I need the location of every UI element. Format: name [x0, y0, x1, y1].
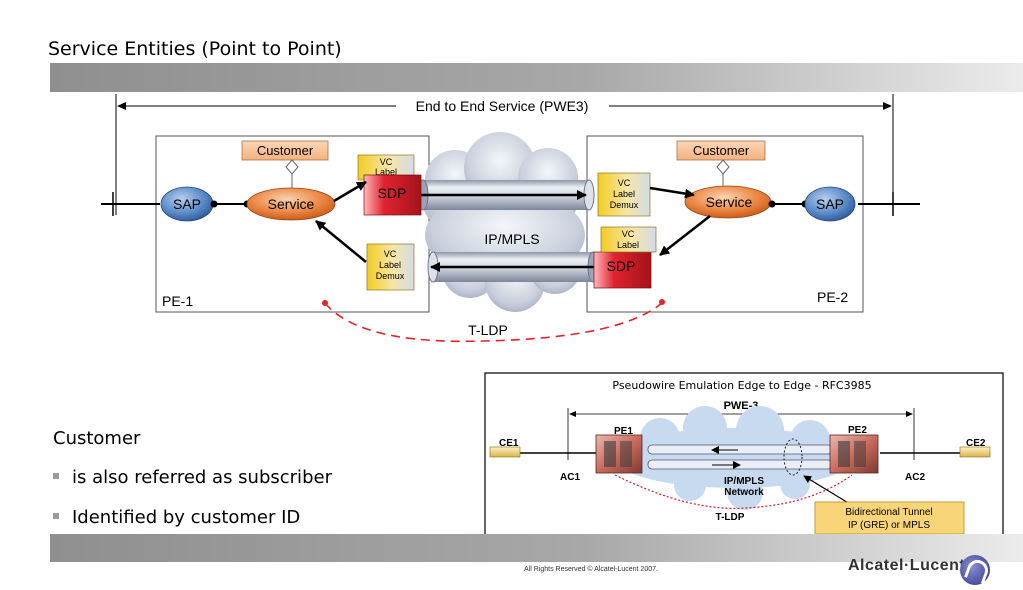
svg-text:Bidirectional Tunnel: Bidirectional Tunnel: [845, 507, 932, 518]
customer-label-right: Customer: [693, 143, 750, 158]
inset-pe2-label: PE2: [848, 425, 867, 436]
svg-text:Label: Label: [613, 189, 635, 199]
svg-text:Label: Label: [617, 240, 639, 250]
pe2-label: PE-2: [817, 289, 848, 305]
e2e-arrow-left: [117, 102, 126, 110]
vc-label-right: [600, 226, 657, 253]
inset-ce1-icon: [489, 446, 521, 458]
arrow-service-to-sdp-left: [333, 180, 367, 203]
inset-tunnel-callout: [814, 501, 965, 535]
copyright-footer: All Rights Reserved © Alcatel-Lucent 200…: [524, 566, 658, 573]
sap-label-left: SAP: [173, 196, 201, 212]
inset-tldp-label: T-LDP: [716, 512, 745, 523]
svg-text:VC: VC: [384, 249, 397, 259]
service-left: [246, 187, 336, 221]
bullet-item: Identified by customer ID: [53, 507, 300, 528]
inset-cloud: [615, 406, 855, 510]
svg-text:IP/MPLS: IP/MPLS: [724, 476, 764, 487]
inset-ce2-label: CE2: [966, 438, 986, 449]
sdp-left: [363, 174, 422, 216]
sap-right: [804, 186, 856, 222]
inset-ac1-label: AC1: [560, 472, 580, 483]
customer-box-right: [676, 140, 766, 161]
inset-ce1-label: CE1: [499, 438, 519, 449]
inset-ac2-label: AC2: [905, 472, 925, 483]
tldp-curve: [324, 302, 663, 343]
arrow-demux-to-service-left: [315, 220, 367, 263]
footer-band: [50, 534, 1023, 562]
sdp-label-right: SDP: [607, 258, 636, 274]
inset-pe1-label: PE1: [614, 426, 633, 437]
arrow-demux-to-service-right: [649, 186, 695, 199]
pe1-label: PE-1: [162, 293, 193, 309]
ip-mpls-cloud: [422, 132, 585, 312]
tldp-label: T-LDP: [468, 322, 508, 338]
inset-pe2-router: [829, 434, 879, 474]
svg-text:Label: Label: [379, 260, 401, 270]
bullet-marker: [53, 513, 59, 519]
sap-label-right: SAP: [816, 196, 844, 212]
cloud-label: IP/MPLS: [484, 231, 539, 247]
bullet-item: is also referred as subscriber: [53, 467, 332, 488]
company-logo-text: Alcatel·Lucent: [848, 557, 966, 574]
vc-demux-right: [597, 172, 651, 217]
customer-box-left: [241, 140, 329, 161]
bullet-marker: [53, 473, 59, 479]
inset-title: Pseudowire Emulation Edge to Edge - RFC3…: [612, 379, 871, 392]
svg-text:Demux: Demux: [376, 271, 405, 281]
svg-text:IP (GRE) or MPLS: IP (GRE) or MPLS: [848, 520, 930, 531]
e2e-arrow-right: [883, 102, 892, 110]
bullet-heading: Customer: [53, 428, 141, 449]
svg-text:VC: VC: [618, 178, 631, 188]
service-label-left: Service: [268, 196, 315, 212]
vc-demux-left: [366, 243, 415, 291]
sdp-label-left: SDP: [378, 185, 407, 201]
e2e-label: End to End Service (PWE3): [416, 98, 589, 114]
header-band: [50, 63, 1023, 92]
company-logo-icon: [960, 555, 990, 585]
svg-text:VC: VC: [622, 229, 635, 239]
svg-text:VC: VC: [380, 157, 393, 167]
svg-text:Demux: Demux: [610, 200, 639, 210]
svg-text:Label: Label: [375, 167, 397, 177]
service-label-right: Service: [706, 194, 753, 210]
inset-tldp-curve: [614, 474, 853, 509]
inset-tunnel-highlight: [783, 438, 803, 476]
arrow-service-to-sdp-right: [659, 215, 711, 256]
slide-title: Service Entities (Point to Point): [48, 38, 342, 60]
inset-ce2-icon: [959, 446, 991, 458]
inset-tunnel-upper: [647, 444, 833, 455]
svg-text:Network: Network: [724, 487, 764, 498]
inset-pe1-router: [595, 434, 643, 474]
customer-label-left: Customer: [257, 143, 314, 158]
